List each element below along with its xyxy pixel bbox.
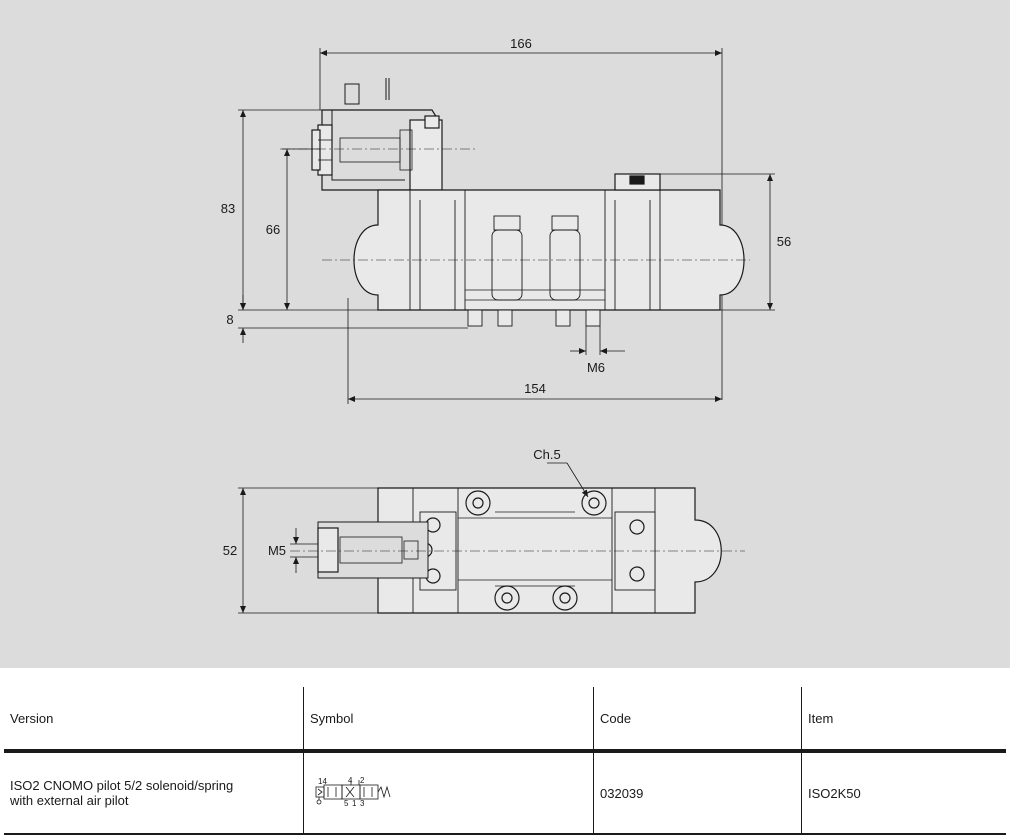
- cell-item: ISO2K50: [801, 751, 1006, 835]
- dim-chamfer: Ch.5: [533, 447, 560, 462]
- header-symbol: Symbol: [303, 687, 594, 753]
- dim-thread: M6: [587, 360, 605, 375]
- valve-symbol-icon: 14 4 2 5 1 3: [315, 776, 391, 808]
- side-view: [238, 48, 775, 404]
- port-1: 1: [352, 799, 357, 807]
- spec-table: Version Symbol Code Item ISO2 CNOMO pilo…: [4, 687, 1006, 835]
- dim-body-height: 56: [777, 234, 791, 249]
- port-5: 5: [344, 799, 349, 807]
- dim-height-total: 83: [221, 201, 235, 216]
- header-code: Code: [593, 687, 802, 753]
- port-14: 14: [318, 777, 327, 786]
- port-2: 2: [360, 777, 365, 785]
- port-4: 4: [348, 777, 353, 785]
- cell-symbol: 14 4 2 5 1 3: [303, 751, 594, 835]
- version-text: ISO2 CNOMO pilot 5/2 solenoid/spring wit…: [10, 778, 234, 808]
- dim-height-solenoid: 66: [266, 222, 280, 237]
- cell-version: ISO2 CNOMO pilot 5/2 solenoid/spring wit…: [4, 751, 304, 835]
- port-3: 3: [360, 799, 365, 807]
- header-version: Version: [4, 687, 304, 753]
- drawing-canvas: 166 83 66 56 8 M6 154: [221, 36, 791, 614]
- dim-base: 8: [226, 312, 233, 327]
- top-view: [238, 462, 745, 614]
- dim-body-length: 154: [524, 381, 546, 396]
- header-item: Item: [801, 687, 1006, 753]
- technical-drawing: 166 83 66 56 8 M6 154: [0, 0, 1010, 668]
- dim-width: 52: [223, 543, 237, 558]
- dim-pilot-thread: M5: [268, 543, 286, 558]
- table-row: ISO2 CNOMO pilot 5/2 solenoid/spring wit…: [4, 751, 1006, 835]
- dim-overall-length: 166: [510, 36, 532, 51]
- table-header-row: Version Symbol Code Item: [4, 687, 1006, 753]
- cell-code: 032039: [593, 751, 802, 835]
